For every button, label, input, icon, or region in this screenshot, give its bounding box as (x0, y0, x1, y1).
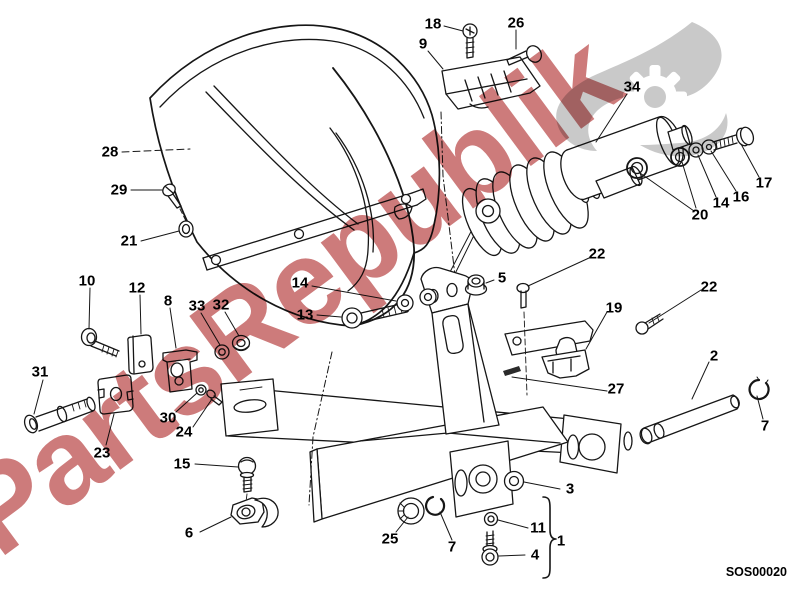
fender-bolt-cluster (342, 275, 487, 328)
callout-21: 21 (120, 232, 138, 250)
callout-30: 30 (159, 409, 177, 427)
pivot-shaft (638, 377, 768, 445)
callout-20: 20 (691, 206, 709, 224)
callout-26: 26 (507, 14, 525, 32)
callout-25: 25 (381, 530, 399, 548)
callout-11: 11 (530, 519, 546, 537)
callout-16: 16 (732, 188, 750, 206)
diagram-code: SOS00020 (725, 565, 787, 579)
callout-22b: 22 (700, 278, 718, 296)
callout-3: 3 (565, 480, 575, 498)
callout-19: 19 (605, 299, 623, 317)
callout-27: 27 (607, 380, 625, 398)
callout-1: 1 (556, 532, 566, 550)
frame-mount-parts (22, 329, 249, 435)
callout-31: 31 (31, 363, 49, 381)
callout-18: 18 (424, 15, 442, 33)
callout-10: 10 (78, 272, 96, 290)
callout-17: 17 (755, 174, 773, 192)
callout-24: 24 (175, 423, 193, 441)
lower-hardware (231, 458, 556, 579)
callout-2: 2 (709, 347, 719, 365)
callout-7b: 7 (760, 417, 770, 435)
callout-33: 33 (188, 297, 206, 315)
callout-23: 23 (93, 444, 111, 462)
callout-22a: 22 (588, 245, 606, 263)
callout-7a: 7 (447, 538, 457, 556)
fender-fasteners (161, 182, 193, 237)
shock-absorber (455, 115, 695, 261)
callout-32: 32 (212, 296, 230, 314)
callout-5: 5 (497, 269, 507, 287)
callout-13: 13 (296, 306, 314, 324)
callout-12: 12 (128, 279, 146, 297)
callout-14b: 14 (712, 194, 730, 212)
chain-guide-bracket (505, 284, 663, 396)
callout-8: 8 (163, 292, 173, 310)
callout-4: 4 (530, 546, 540, 564)
callout-29: 29 (110, 181, 128, 199)
callout-9: 9 (418, 35, 428, 53)
callout-6: 6 (184, 524, 194, 542)
swingarm (221, 268, 632, 522)
callout-14a: 14 (291, 274, 309, 292)
chain-slider (441, 24, 544, 276)
callout-15: 15 (173, 455, 191, 473)
callout-34: 34 (623, 78, 641, 96)
callout-28: 28 (101, 143, 119, 161)
